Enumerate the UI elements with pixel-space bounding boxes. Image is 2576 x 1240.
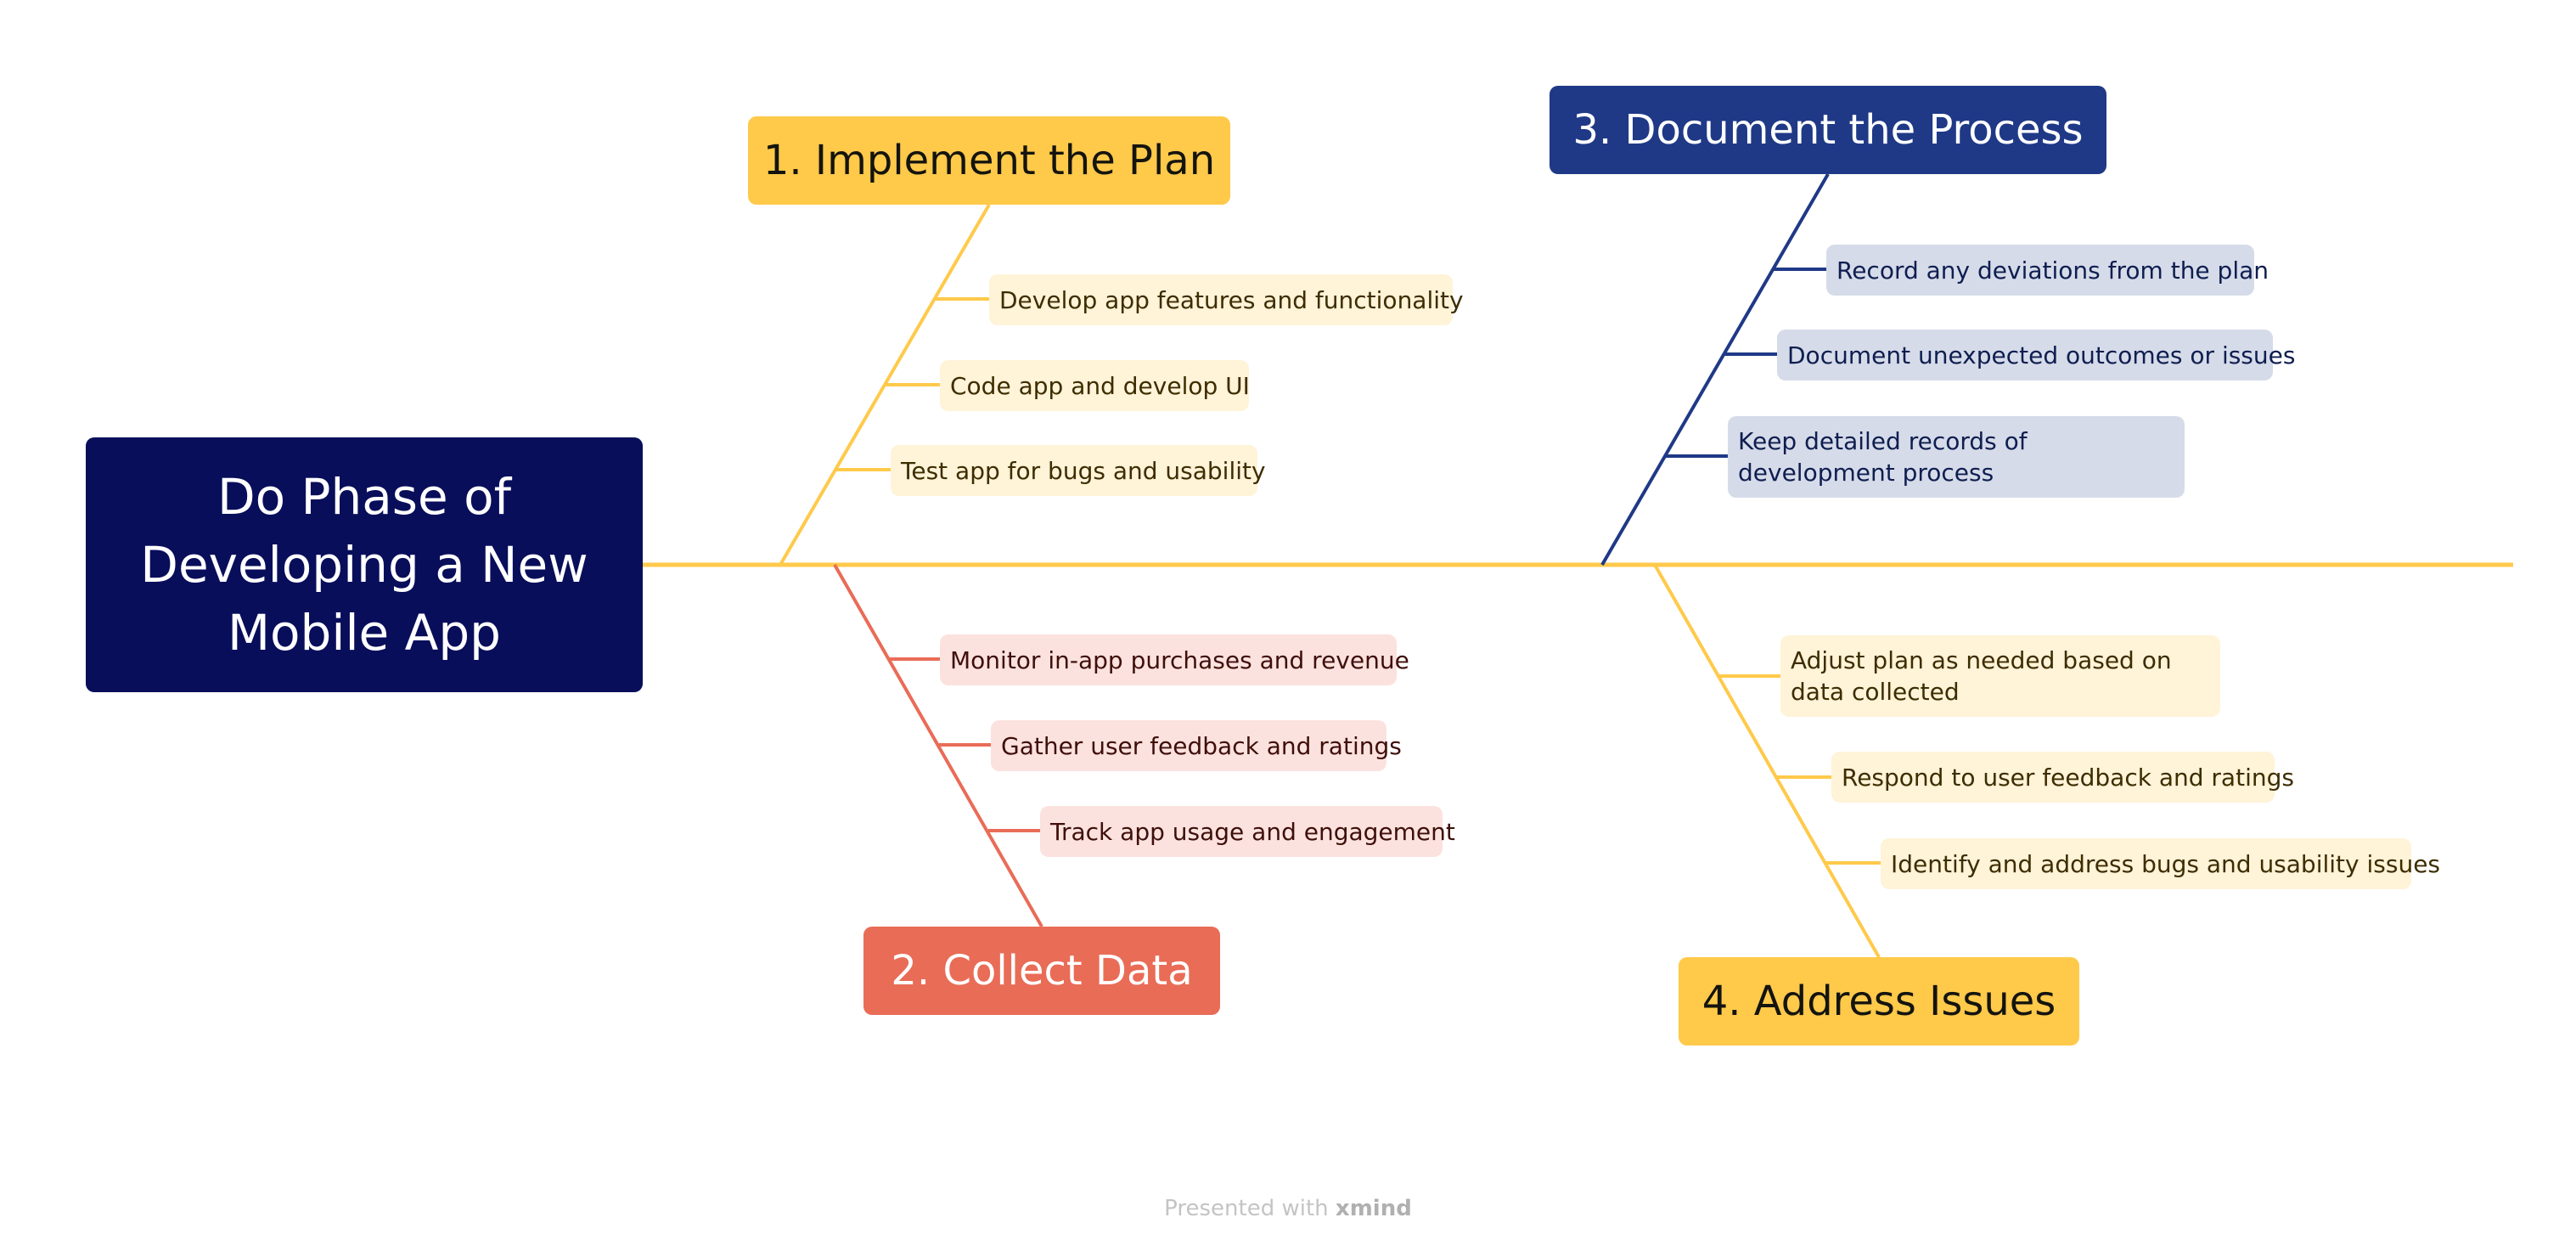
- subtopic-label: Record any deviations from the plan: [1836, 256, 2269, 285]
- subtopic[interactable]: Develop app features and functionality: [989, 274, 1464, 325]
- topic-label: 4. Address Issues: [1701, 978, 2056, 1025]
- subtopic[interactable]: Monitor in-app purchases and revenue: [940, 634, 1409, 685]
- topic-label: 3. Document the Process: [1572, 106, 2084, 154]
- subtopic-label: Respond to user feedback and ratings: [1842, 763, 2294, 792]
- topic-document-the-process[interactable]: 3. Document the Process: [1550, 86, 2106, 174]
- topic-label: 2. Collect Data: [891, 947, 1193, 995]
- topic-address-issues[interactable]: 4. Address Issues: [1679, 957, 2079, 1046]
- subtopic[interactable]: Keep detailed records of development pro…: [1728, 416, 2185, 498]
- subtopic-label: Track app usage and engagement: [1050, 817, 1455, 846]
- root-topic[interactable]: Do Phase of Developing a New Mobile App: [86, 437, 643, 692]
- subtopic[interactable]: Respond to user feedback and ratings: [1831, 752, 2294, 803]
- footer-prefix: Presented with: [1164, 1196, 1329, 1221]
- subtopic-label: Develop app features and functionality: [999, 285, 1464, 314]
- subtopic[interactable]: Track app usage and engagement: [1040, 806, 1455, 857]
- branch-2-line: [833, 564, 1043, 927]
- subtopic-label: Test app for bugs and usability: [901, 456, 1266, 485]
- subtopic-label: Monitor in-app purchases and revenue: [950, 645, 1409, 674]
- subtopic[interactable]: Document unexpected outcomes or issues: [1777, 330, 2295, 380]
- subtopic[interactable]: Test app for bugs and usability: [891, 445, 1266, 496]
- subtopic[interactable]: Identify and address bugs and usability …: [1881, 838, 2440, 889]
- subtopic[interactable]: Adjust plan as needed based on data coll…: [1780, 635, 2220, 717]
- branch-4-line: [1653, 564, 1881, 958]
- subtopic-label: Identify and address bugs and usability …: [1891, 849, 2441, 878]
- subtopic-label: Document unexpected outcomes or issues: [1787, 341, 2296, 369]
- subtopic[interactable]: Record any deviations from the plan: [1826, 245, 2269, 296]
- subtopic-label: Gather user feedback and ratings: [1001, 731, 1402, 760]
- subtopic-label: Code app and develop UI: [950, 371, 1250, 400]
- root-topic-label: Do Phase of Developing a New Mobile App: [140, 468, 588, 662]
- topic-collect-data[interactable]: 2. Collect Data: [863, 927, 1220, 1015]
- subtopic[interactable]: Gather user feedback and ratings: [991, 720, 1402, 771]
- topic-label: 1. Implement the Plan: [762, 137, 1216, 184]
- subtopic-label: Adjust plan as needed based on data coll…: [1791, 646, 2172, 706]
- presented-with-footer: Presented with xmind: [0, 1196, 2576, 1221]
- xmind-logo: xmind: [1335, 1196, 1412, 1221]
- subtopic-label: Keep detailed records of development pro…: [1738, 427, 2028, 487]
- topic-implement-the-plan[interactable]: 1. Implement the Plan: [748, 116, 1230, 205]
- subtopic[interactable]: Code app and develop UI: [940, 360, 1250, 411]
- branch-3-line: [1600, 172, 1830, 566]
